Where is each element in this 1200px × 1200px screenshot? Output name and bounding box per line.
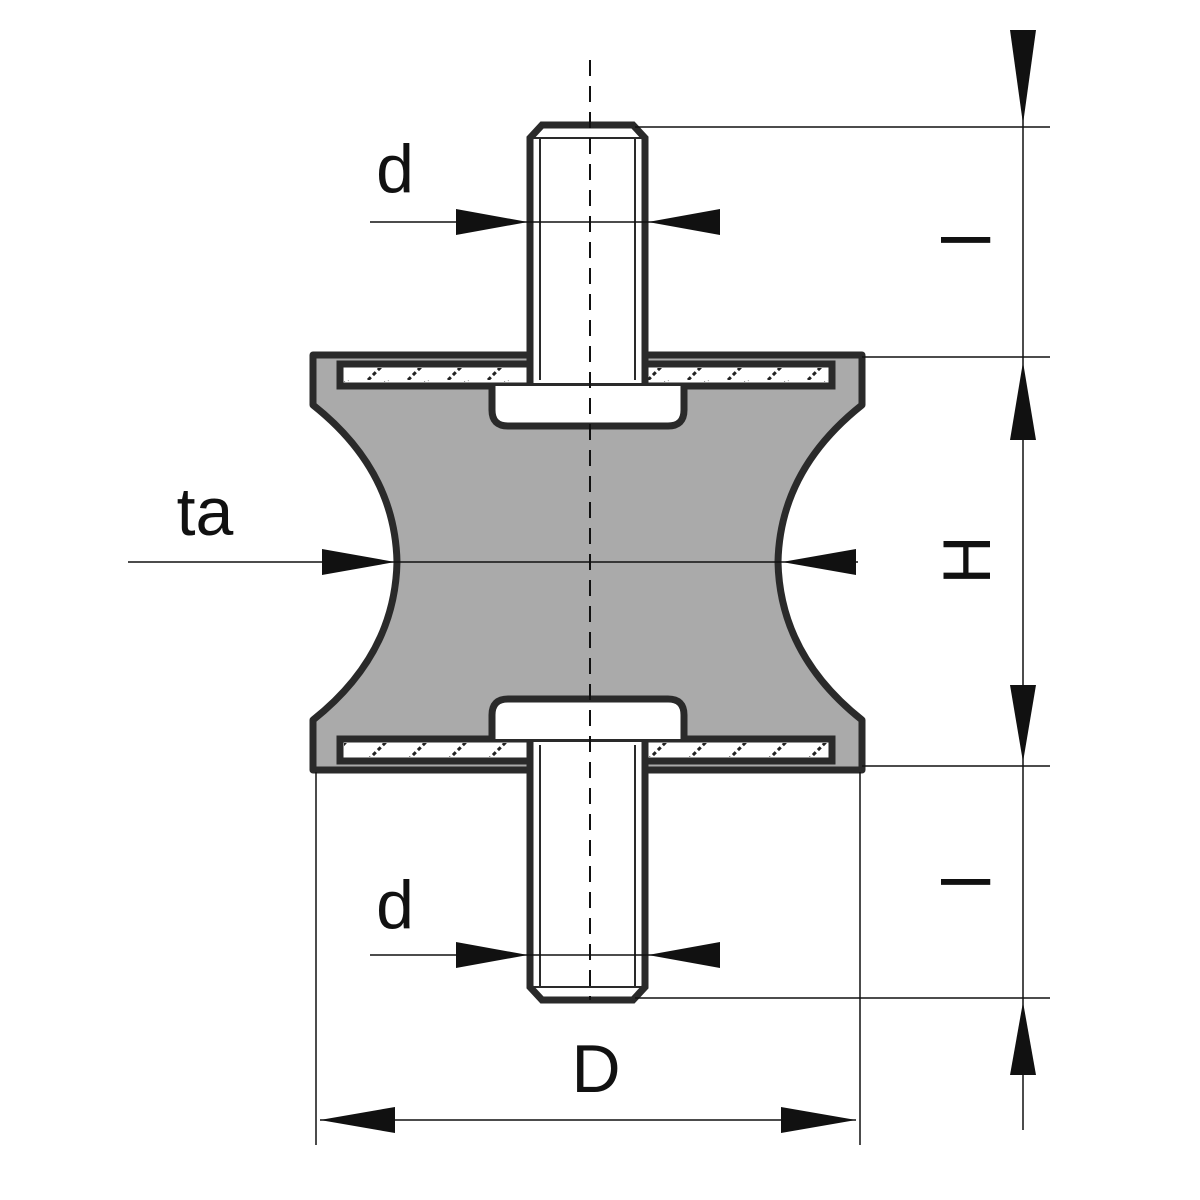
arrow-ta-left bbox=[322, 549, 395, 575]
arrow-d-top-right bbox=[648, 209, 720, 235]
arrow-ta-right bbox=[782, 549, 856, 575]
label-l-top: l bbox=[929, 232, 1005, 247]
dimension-arrows bbox=[320, 30, 1036, 1133]
top-bolt bbox=[526, 121, 649, 383]
arrow-D-left bbox=[320, 1107, 395, 1133]
arrow-d-bottom-right bbox=[648, 942, 720, 968]
arrow-D-right bbox=[781, 1107, 856, 1133]
bottom-bolt bbox=[526, 742, 649, 1004]
label-D: D bbox=[571, 1031, 620, 1107]
label-l-bottom: l bbox=[929, 874, 1005, 889]
label-ta: ta bbox=[177, 474, 234, 550]
label-d-top: d bbox=[376, 131, 414, 207]
arrow-d-top-left bbox=[456, 209, 528, 235]
arrow-d-bottom-left bbox=[456, 942, 528, 968]
arrow-h-bottom bbox=[1010, 685, 1036, 762]
top-nut-slot bbox=[488, 386, 688, 430]
bottom-nut-slot bbox=[488, 695, 688, 739]
arrow-l-top bbox=[1010, 30, 1036, 124]
label-d-bottom: d bbox=[376, 867, 414, 943]
label-H: H bbox=[929, 535, 1005, 584]
arrow-l-bottom bbox=[1010, 1002, 1036, 1075]
arrow-h-top bbox=[1010, 362, 1036, 440]
